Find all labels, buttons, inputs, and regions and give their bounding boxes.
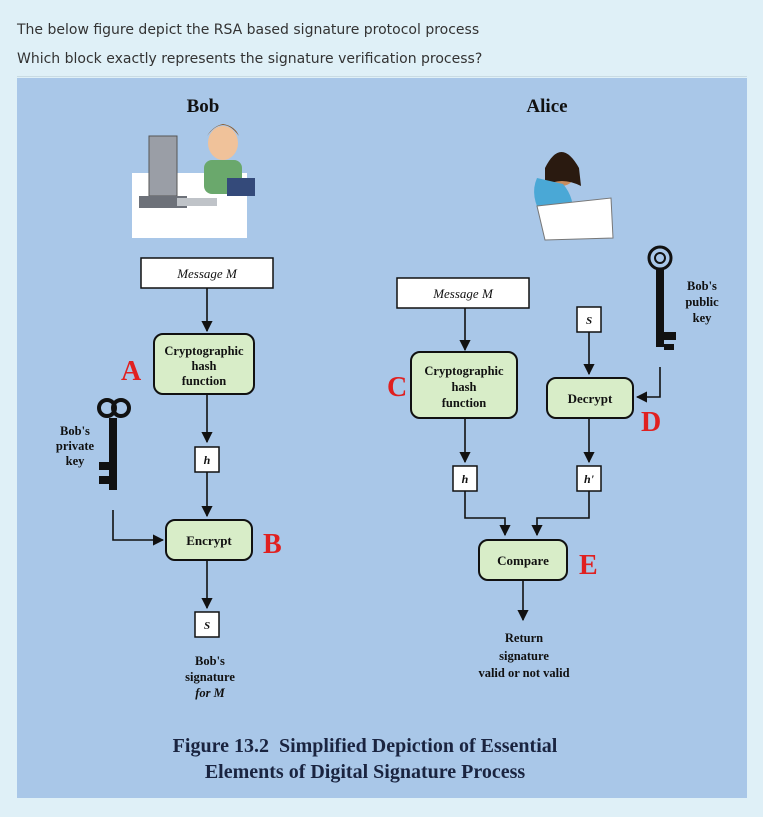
bob-hash-line-2: hash [191,359,216,373]
private-key-line-3: key [66,454,86,468]
label-b: B [263,529,282,560]
alice-hash-block [410,351,518,419]
alice-message-box [396,277,530,309]
private-key-line-2: private [56,439,95,453]
label-e: E [579,550,598,581]
bob-title: Bob [187,96,220,117]
public-key-line-2: public [685,295,719,309]
public-key-icon [647,245,676,350]
question-line-2: Which block exactly represents the signa… [17,51,483,67]
alice-decrypt-block [546,377,634,419]
alice-hash-line-1: Cryptographic [424,364,504,378]
bob-hash-line-1: Cryptographic [164,344,244,358]
signature-diagram: Bob Alice Message M Cryptographic hash f… [56,96,719,783]
public-key-line-1: Bob's [687,279,717,293]
alice-h-label: h [462,472,469,486]
figure-caption-line-2: Elements of Digital Signature Process [205,761,526,783]
bob-s-box [194,611,220,638]
bob-signature-line-1: Bob's [195,654,225,668]
alice-hash-line-3: function [442,396,487,410]
question-divider [17,76,747,77]
bob-s-label: S [204,620,210,632]
alice-decrypt-label: Decrypt [568,391,613,406]
bob-message-box [140,257,274,289]
alice-h-prime-label: h' [584,472,595,486]
signature-figure: Bob Alice Message M Cryptographic hash f… [17,78,747,798]
alice-title: Alice [526,96,567,117]
bob-h-label: h [204,453,211,467]
private-key-icon [97,398,131,490]
bob-encrypt-block [165,519,253,561]
alice-result-line-2: signature [499,649,549,663]
alice-s-label: S [586,315,592,327]
label-d: D [641,407,661,438]
alice-with-laptop-illustration [534,152,614,241]
alice-result-line-3: valid or not valid [478,666,569,680]
bob-message-label: Message M [176,266,238,281]
private-key-line-1: Bob's [60,424,90,438]
alice-compare-label: Compare [497,553,549,568]
bob-hash-block [153,333,255,395]
label-a: A [121,356,142,387]
alice-message-label: Message M [432,286,494,301]
public-key-line-3: key [693,311,713,325]
figure-caption-line-1: Figure 13.2 Simplified Depiction of Esse… [173,735,558,757]
label-c: C [387,372,407,403]
bob-hash-line-3: function [182,374,227,388]
alice-result-line-1: Return [505,631,543,645]
bob-signature-line-2: signature [185,670,235,684]
question-line-1: The below figure depict the RSA based si… [17,22,480,38]
bob-encrypt-label: Encrypt [186,533,232,548]
alice-hash-line-2: hash [451,380,476,394]
bob-signature-line-3: for M [195,686,225,700]
bob-at-computer-illustration [132,124,255,238]
